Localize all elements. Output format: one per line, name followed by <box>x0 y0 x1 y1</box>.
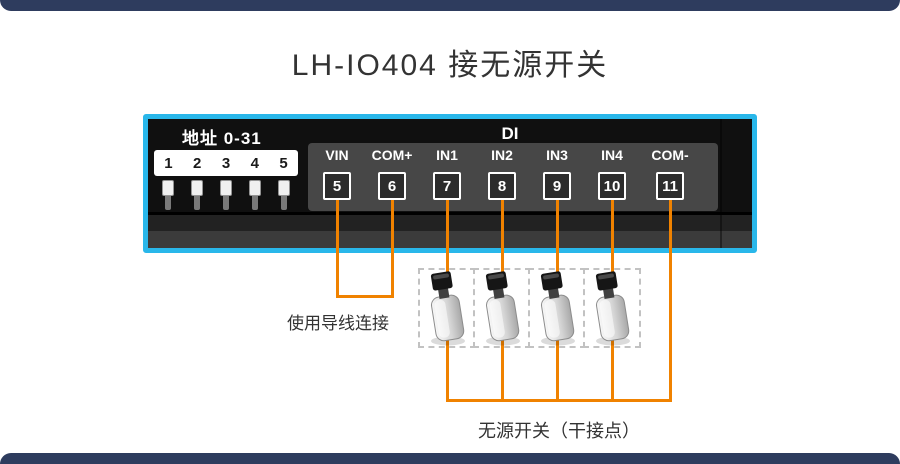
wire-com-plus <box>391 200 394 298</box>
terminal-label: IN1 <box>436 147 458 163</box>
dip-switch <box>212 180 241 211</box>
dip-number: 1 <box>164 154 173 172</box>
wire-in4-upper <box>611 200 614 288</box>
terminal-column-com-plus: COM+ 6 <box>368 147 416 200</box>
terminal-label: IN4 <box>601 147 623 163</box>
terminal-number: 8 <box>488 172 516 200</box>
terminal-column-in3: IN3 9 <box>533 147 581 200</box>
wire-in3-upper <box>556 200 559 288</box>
device-panel: 地址 0-31 1 2 3 4 5 DI VIN 5 COM+ 6 IN1 7 <box>143 114 757 253</box>
dip-number: 3 <box>221 154 231 172</box>
dip-number: 4 <box>250 154 259 172</box>
dip-switch <box>154 180 183 211</box>
wire-in3-lower <box>556 338 559 402</box>
terminal-number: 6 <box>378 172 406 200</box>
wire-bridge-vin-com <box>336 295 394 298</box>
wire-in2-upper <box>501 200 504 288</box>
terminal-number: 10 <box>598 172 626 200</box>
terminal-number: 9 <box>543 172 571 200</box>
terminal-column-com-minus: COM- 11 <box>646 147 694 200</box>
dip-switch <box>240 180 269 211</box>
dip-switch-row <box>154 180 298 211</box>
terminal-number: 11 <box>656 172 684 200</box>
address-range-label: 地址 0-31 <box>182 129 262 148</box>
terminal-number: 7 <box>433 172 461 200</box>
terminal-column-in4: IN4 10 <box>588 147 636 200</box>
bottom-divider-bar <box>0 453 900 464</box>
passive-switch-icon <box>591 269 631 346</box>
panel-shading <box>148 231 752 248</box>
panel-shading <box>148 212 752 215</box>
passive-switch-label: 无源开关（干接点） <box>478 421 640 441</box>
passive-switch-icon <box>426 269 466 346</box>
di-section-label: DI <box>501 124 519 143</box>
terminal-column-vin: VIN 5 <box>313 147 361 200</box>
terminal-label: COM+ <box>371 147 413 163</box>
terminal-label: COM- <box>651 147 689 163</box>
terminal-label: IN3 <box>546 147 568 163</box>
passive-switch-icon <box>481 269 521 346</box>
wire-com-minus <box>669 200 672 402</box>
wire-in4-lower <box>611 338 614 402</box>
dip-switch <box>269 180 298 211</box>
wire-connection-label: 使用导线连接 <box>287 314 389 333</box>
dip-switch <box>183 180 212 211</box>
dip-number: 2 <box>193 154 202 172</box>
dip-number-strip: 1 2 3 4 5 <box>154 150 298 176</box>
dip-number: 5 <box>279 154 288 172</box>
terminal-column-in2: IN2 8 <box>478 147 526 200</box>
wire-in2-lower <box>501 338 504 402</box>
terminal-number: 5 <box>323 172 351 200</box>
terminal-column-in1: IN1 7 <box>423 147 471 200</box>
wire-in1-upper <box>446 200 449 288</box>
terminal-label: IN2 <box>491 147 513 163</box>
passive-switch-icon <box>536 269 576 346</box>
wire-vin <box>336 200 339 298</box>
wire-in1-lower <box>446 338 449 402</box>
page-title: LH-IO404 接无源开关 <box>291 49 609 82</box>
panel-shading <box>720 119 722 248</box>
wire-bus <box>446 399 672 402</box>
terminal-label: VIN <box>325 147 349 163</box>
top-divider-bar <box>0 0 900 11</box>
